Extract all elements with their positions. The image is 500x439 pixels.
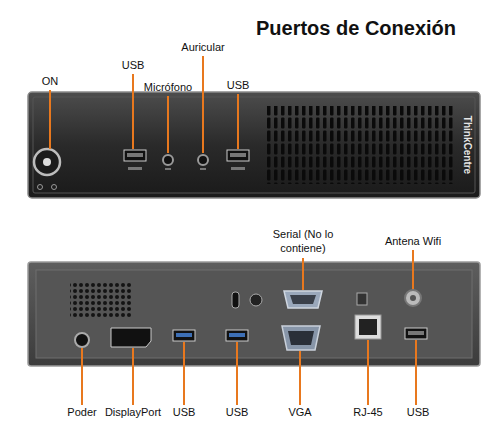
- status-icon: [52, 185, 57, 190]
- leader-line: [237, 94, 239, 149]
- port-label: USB: [407, 406, 430, 420]
- usb-symbol: [128, 167, 142, 170]
- leader-lines: [50, 56, 416, 405]
- front-panel: [28, 92, 480, 198]
- usb-port: [227, 150, 249, 161]
- leader-line: [183, 342, 185, 405]
- port-label: VGA: [288, 406, 311, 420]
- usb-symbol: [231, 167, 245, 170]
- port-label: USB: [122, 59, 145, 73]
- port-label: RJ-45: [353, 406, 382, 420]
- leader-line: [132, 74, 134, 149]
- port-label: Poder: [67, 406, 96, 420]
- usb-port: [173, 330, 195, 341]
- usb-port: [226, 330, 248, 341]
- brand-text: ThinkCentre: [461, 116, 474, 174]
- leader-line: [415, 340, 417, 405]
- title: Puertos de Conexión: [256, 16, 456, 41]
- usb-port: [405, 328, 427, 339]
- port-label: Auricular: [181, 41, 224, 55]
- back-plate: [36, 270, 472, 358]
- front-vent: [266, 106, 455, 184]
- leader-line: [81, 348, 83, 405]
- rj45-socket: [359, 319, 377, 335]
- power-jack: [75, 333, 89, 347]
- small-switch: [357, 293, 367, 305]
- status-icon: [38, 185, 43, 190]
- antenna-connector: [405, 290, 421, 306]
- leader-line: [299, 351, 301, 405]
- screw: [250, 294, 262, 306]
- leader-line: [132, 348, 134, 405]
- port-label: USB: [226, 406, 249, 420]
- mic-jack: [163, 155, 173, 165]
- leader-line: [202, 56, 204, 153]
- vga-port: [282, 326, 320, 350]
- headphone-symbol: [200, 168, 206, 170]
- power-label: ON: [42, 75, 59, 89]
- displayport: [111, 328, 151, 347]
- leader-line: [167, 96, 169, 153]
- usb-tongue: [229, 333, 245, 337]
- port-label: Micrófono: [144, 81, 192, 95]
- usb-tongue: [230, 153, 246, 157]
- port-label: USB: [227, 79, 250, 93]
- port-label: Antena Wifi: [385, 235, 441, 249]
- front-bevel: [33, 97, 475, 193]
- port-label: Serial (No lo contiene): [257, 228, 349, 256]
- usb-tongue: [408, 331, 424, 335]
- serial-port: [284, 291, 322, 308]
- vga-pins: [288, 331, 314, 345]
- usb-port: [124, 150, 146, 161]
- leader-line: [49, 90, 51, 149]
- port-label: USB: [173, 406, 196, 420]
- usb-tongue: [127, 153, 143, 157]
- power-led: [43, 158, 51, 166]
- port-label: DisplayPort: [105, 406, 161, 420]
- leader-line: [302, 258, 304, 290]
- power-button: [34, 149, 60, 175]
- antenna-pin: [410, 295, 416, 301]
- mic-symbol: [165, 168, 171, 170]
- back-vent: [70, 283, 132, 319]
- leader-line: [367, 340, 369, 405]
- leader-line: [236, 342, 238, 405]
- serial-pins: [290, 295, 316, 304]
- lock-slot: [232, 292, 239, 308]
- usb-tongue: [176, 333, 192, 337]
- headphone-jack: [198, 155, 208, 165]
- leader-line: [412, 250, 414, 289]
- rj45-port: [355, 315, 381, 339]
